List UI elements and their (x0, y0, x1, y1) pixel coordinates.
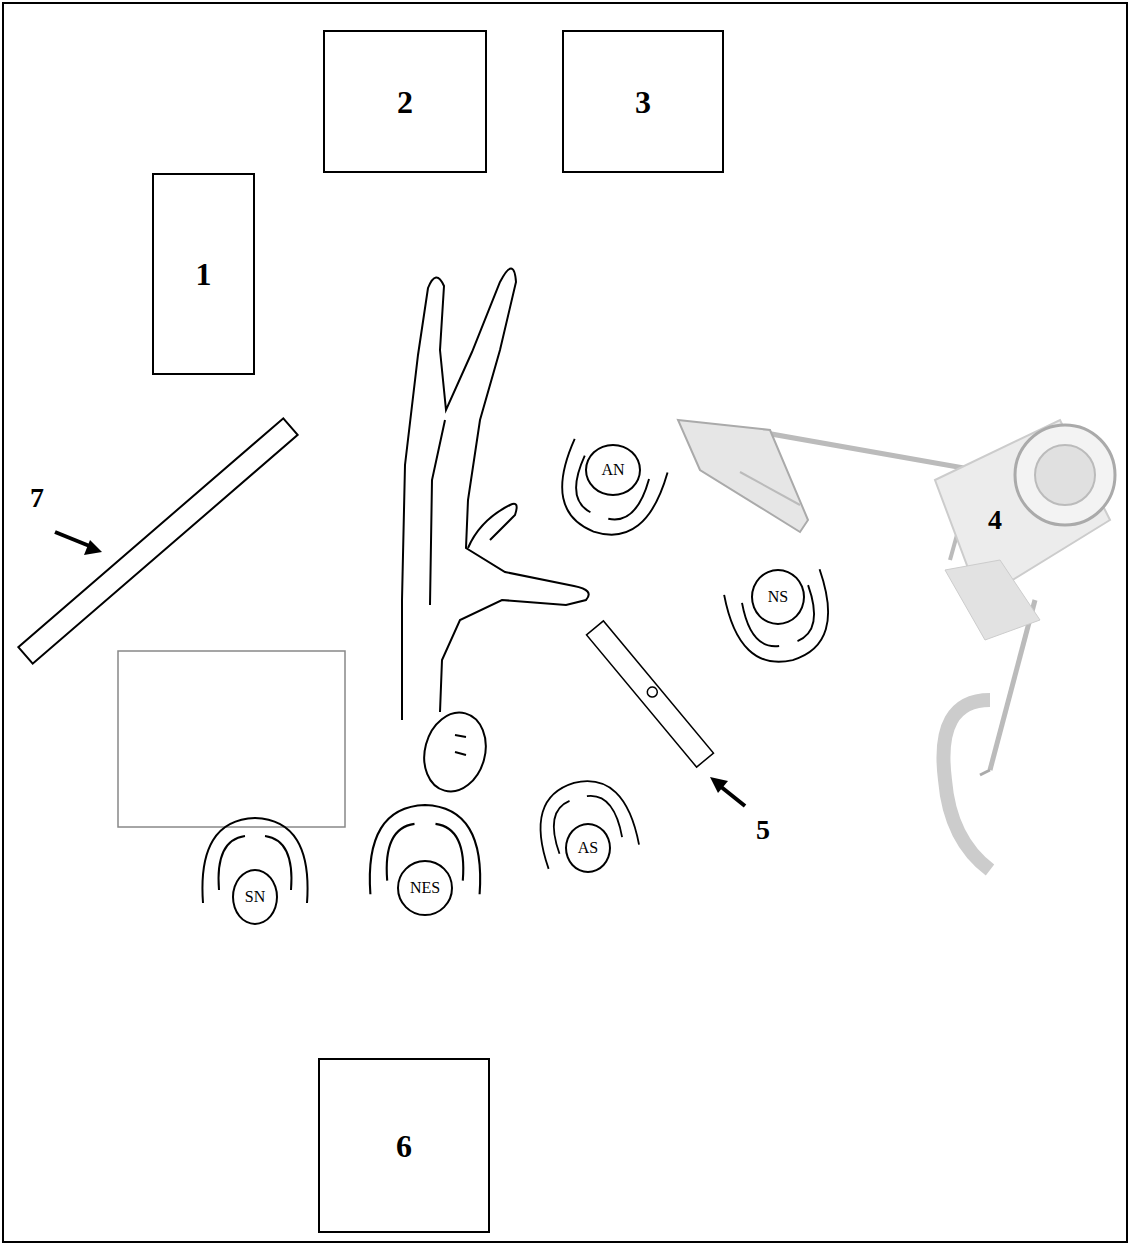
frame (3, 3, 1127, 1242)
callout-arrowhead (710, 777, 728, 793)
box-number: 2 (397, 86, 413, 118)
surgical-lamp (678, 420, 1115, 870)
staff-shoulders (202, 439, 841, 903)
staff-head: SN (232, 869, 278, 925)
callout-arrow (720, 786, 745, 806)
callout-number: 4 (988, 506, 1002, 534)
staff-role: AS (578, 840, 598, 856)
patient-figure (402, 269, 589, 799)
equipment-box: 1 (152, 173, 255, 375)
box-number: 1 (196, 258, 212, 290)
staff-role: AN (601, 462, 624, 478)
box-number: 3 (635, 86, 651, 118)
callout-number: 7 (30, 484, 44, 512)
staff-head: AN (585, 444, 641, 496)
equipment-box: 2 (323, 30, 487, 173)
board (18, 418, 297, 663)
side-table (118, 651, 345, 827)
equipment-box: 3 (562, 30, 724, 173)
callout-arrowhead (84, 540, 102, 555)
staff-role: NES (410, 880, 440, 896)
staff-head: AS (565, 823, 611, 873)
equipment-box: 6 (318, 1058, 490, 1233)
staff-head: NS (751, 569, 805, 625)
arm-board (586, 621, 713, 767)
staff-head: NES (397, 860, 453, 916)
callout-arrow (55, 532, 92, 547)
callout-number: 5 (756, 816, 770, 844)
staff-role: SN (245, 889, 265, 905)
box-number: 6 (396, 1130, 412, 1162)
staff-role: NS (768, 589, 788, 605)
